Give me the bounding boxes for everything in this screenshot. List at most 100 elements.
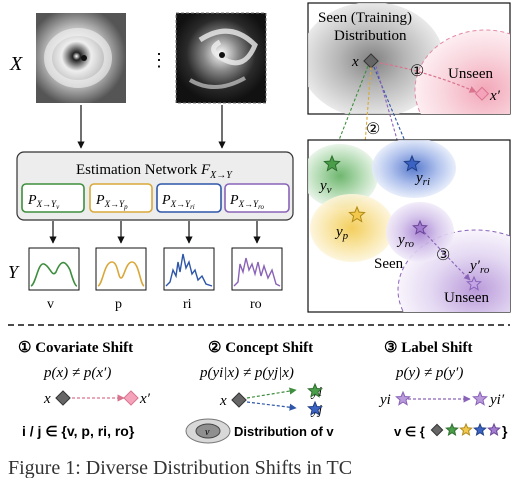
network-title-sub: X→Y xyxy=(209,170,233,181)
input-label: X xyxy=(9,53,23,75)
head-ro: PX→Yro xyxy=(224,183,290,213)
head-v-p: P xyxy=(27,193,37,208)
svg-text:yri: yri xyxy=(414,170,430,188)
xprime-label: x′ xyxy=(489,88,501,104)
legend-label: ③ Label Shift p(y) ≠ p(y′) yi yi′ xyxy=(378,340,505,408)
legend-v-text: v ∈ { xyxy=(394,424,425,439)
head-v-sub: X→Y xyxy=(36,199,57,209)
legend-set-diamond xyxy=(430,423,444,437)
legend-set-star-ro xyxy=(487,422,501,436)
figure-caption: Figure 1: Diverse Distribution Shifts in… xyxy=(8,457,352,478)
output-label-p: p xyxy=(115,297,122,312)
star-v xyxy=(323,154,341,172)
network-title: Estimation Network xyxy=(76,162,201,178)
legend-cov-title: ① Covariate Shift xyxy=(18,340,133,356)
legend-con-x: x xyxy=(219,393,227,409)
legend-lab-yip: yi′ xyxy=(488,392,505,408)
label-yro-prime: y′ xyxy=(468,258,481,274)
unseen-label-top: Unseen xyxy=(448,66,493,82)
head-ri-p: P xyxy=(161,193,171,208)
head-p: PX→Yp xyxy=(89,183,153,213)
legend-set-star-v xyxy=(445,422,459,436)
output-plot-p xyxy=(95,247,147,291)
head-ro-subsub: ro xyxy=(258,203,264,211)
legend-cov-x-diamond xyxy=(55,390,71,406)
label-yp-sub: p xyxy=(342,230,349,242)
legend-set-star-p xyxy=(459,422,473,436)
label-seen: Seen xyxy=(374,256,404,272)
label-yri: y xyxy=(414,170,423,186)
svg-text:Estimation Network FX→Y: Estimation Network FX→Y xyxy=(76,162,233,181)
satellite-image-2 xyxy=(175,12,267,104)
svg-text:PX→Yv: PX→Yv xyxy=(27,193,60,211)
output-plot-v xyxy=(28,247,80,291)
star-ri xyxy=(403,154,421,172)
label-panel-stars xyxy=(323,154,482,291)
output-label-v: v xyxy=(47,297,54,312)
legend-lab-yi: yi xyxy=(378,392,391,408)
seen-title-2: Distribution xyxy=(334,28,407,44)
head-ri-subsub: ri xyxy=(190,203,195,211)
star-p xyxy=(348,205,366,223)
label-yv-sub: v xyxy=(327,184,332,196)
legend-lab-star-ip xyxy=(472,390,488,406)
svg-text:v: v xyxy=(205,427,210,438)
legend-con-arrow-i xyxy=(246,387,297,399)
head-p-p: P xyxy=(95,193,105,208)
ellipsis: ⋮ xyxy=(150,50,168,70)
legend-con-x-diamond xyxy=(231,392,247,408)
y-label: Y xyxy=(8,262,20,282)
circle-2: ② xyxy=(366,121,380,138)
network-title-f: F xyxy=(200,162,211,178)
legend-covariate: ① Covariate Shift p(x) ≠ p(x′) x x′ xyxy=(18,340,151,407)
head-p-sub: X→Y xyxy=(104,199,125,209)
svg-text:yp: yp xyxy=(334,224,349,242)
legend-con-eq: p(yi|x) ≠ p(yj|x) xyxy=(199,365,294,381)
label-unseen: Unseen xyxy=(444,290,489,306)
head-v: PX→Yv xyxy=(21,183,85,213)
head-ro-sub: X→Y xyxy=(238,199,259,209)
svg-text:yro: yro xyxy=(396,232,415,250)
head-v-subsub: v xyxy=(56,203,60,211)
head-ri: PX→Yri xyxy=(156,183,222,213)
head-ri-sub: X→Y xyxy=(170,199,191,209)
legend-con-arrow-j xyxy=(246,401,297,411)
label-shift-arrow xyxy=(423,231,471,281)
covariate-arrow xyxy=(379,62,477,93)
label-yro-sub: ro xyxy=(405,238,415,250)
legend-set-close-brace: } xyxy=(502,423,508,439)
satellite-image-1 xyxy=(36,13,126,103)
legend-cov-xp-diamond xyxy=(123,390,139,406)
legend-lab-eq: p(y) ≠ p(y′) xyxy=(395,365,463,381)
circle-3: ③ xyxy=(436,247,450,264)
label-yro: y xyxy=(396,232,405,248)
star-ro-prime xyxy=(466,275,482,291)
legend-con-star-j xyxy=(307,400,323,416)
label-yv: y xyxy=(318,178,327,194)
head-p-subsub: p xyxy=(123,203,128,211)
seen-title-1: Seen (Training) xyxy=(318,10,412,26)
label-yro-prime-sub: ro xyxy=(480,264,490,276)
distribution-panel: Seen (Training) Distribution x Unseen x′… xyxy=(307,2,511,115)
legend-con-star-i xyxy=(307,382,323,398)
legend-dist-text: Distribution of v xyxy=(234,424,334,439)
svg-text:y′ro: y′ro xyxy=(468,258,490,276)
svg-text:PX→Yri: PX→Yri xyxy=(161,193,195,211)
label-yri-sub: ri xyxy=(423,176,430,188)
xprime-diamond xyxy=(474,86,490,101)
panel-x-label: x xyxy=(351,54,359,70)
x-diamond xyxy=(363,53,379,69)
legend-dist-icon: v xyxy=(185,418,231,444)
legend-cov-xp: x′ xyxy=(139,391,151,407)
output-label-ro: ro xyxy=(250,297,262,312)
output-label-ri: ri xyxy=(183,297,192,312)
label-yp: y xyxy=(334,224,343,240)
legend-cov-eq: p(x) ≠ p(x′) xyxy=(43,365,111,381)
legend-cov-x: x xyxy=(43,391,51,407)
legend-ij-text: i / j ∈ {v, p, ri, ro} xyxy=(22,423,135,439)
legend-con-title: ② Concept Shift xyxy=(208,340,313,356)
svg-text:PX→Yro: PX→Yro xyxy=(229,193,265,211)
star-ro xyxy=(412,219,428,235)
legend-concept: ② Concept Shift p(yi|x) ≠ p(yj|x) x yi y… xyxy=(199,340,322,418)
